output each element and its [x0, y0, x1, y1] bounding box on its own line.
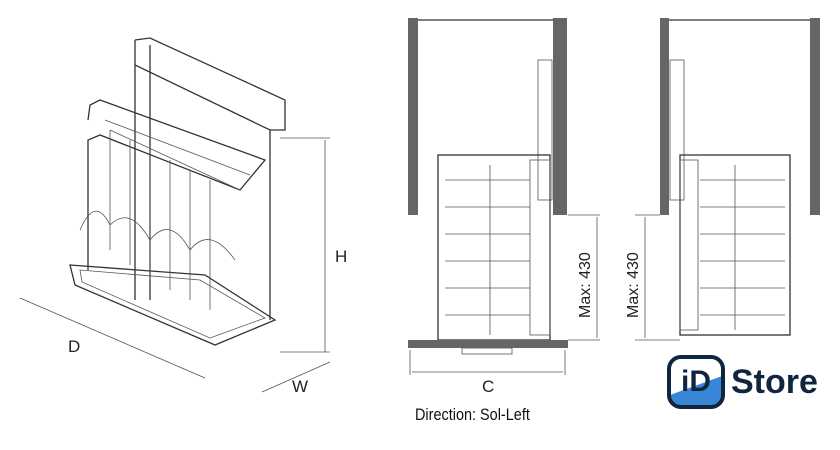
logo-text: Store [731, 362, 818, 401]
brand-logo: iD Store [667, 355, 818, 409]
direction-label: Direction: Sol-Left [415, 405, 530, 424]
depth-label: D [68, 337, 80, 356]
front-view-left: C Max: 430 [408, 18, 600, 396]
isometric-basket-view: H D W [19, 37, 347, 396]
front-view-right: Max: 430 [625, 18, 820, 341]
logo-mark: iD [667, 355, 725, 409]
max-height-label: Max: 430 [577, 252, 594, 318]
width-label: W [292, 377, 308, 396]
height-label: H [335, 247, 347, 266]
width-c-label: C [482, 377, 494, 396]
max-height-label-right: Max: 430 [625, 252, 642, 318]
